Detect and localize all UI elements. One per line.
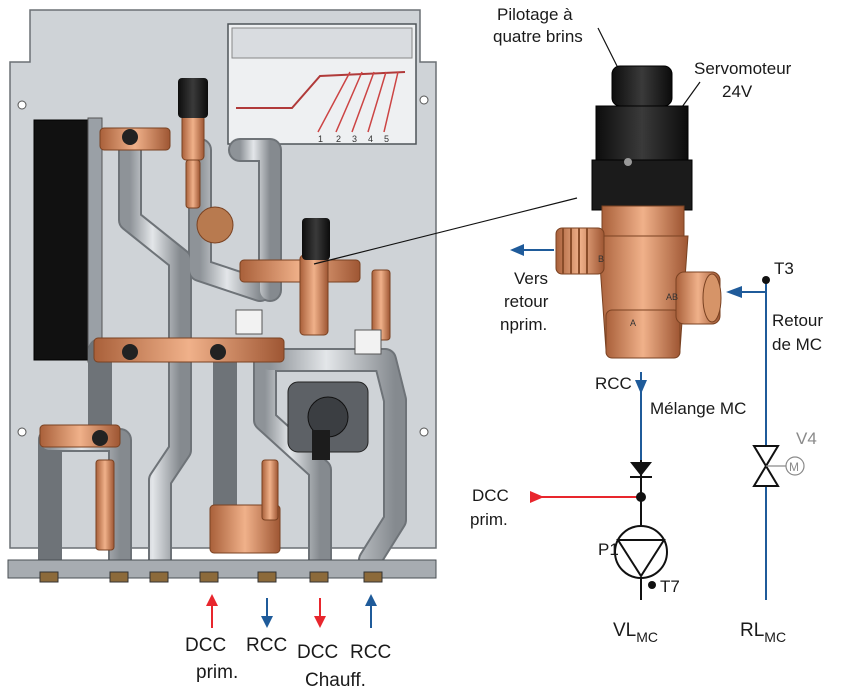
module-servomotor: [178, 78, 208, 118]
mounting-hole: [419, 427, 429, 437]
three-way-valve-body: [555, 205, 722, 359]
heat-exchanger-frame: [87, 117, 103, 363]
blue-arrow-left: [510, 244, 524, 256]
leader-line: [313, 197, 578, 265]
label-dcc-prim: DCC: [185, 635, 226, 656]
blue-arrow-up: [365, 594, 377, 606]
blue-arrow-down: [261, 616, 273, 628]
label-servomoteur: Servomoteur: [694, 59, 792, 78]
label-rl-mc: RLMC: [740, 620, 786, 645]
sensor-t7-dot: [648, 581, 656, 589]
label-melange-mc: Mélange MC: [650, 399, 746, 418]
pump-p1-symbol: [614, 525, 668, 579]
circulator-pump: [287, 381, 369, 460]
sensor-box: [235, 309, 263, 335]
label-retour-mc: Retour: [772, 311, 823, 330]
label-rcc-prim: RCC: [246, 635, 287, 656]
base-connectors: [39, 571, 383, 583]
sensor-box: [354, 329, 382, 355]
label-vl-mc: VLMC: [613, 620, 658, 645]
red-arrow-up: [206, 594, 218, 606]
module-mixing-valve-servo: [302, 218, 330, 260]
mixing-valve-detail: B A AB Pilotage à quatre brins Servomote…: [313, 5, 823, 645]
label-servomoteur-voltage: 24V: [722, 82, 753, 101]
label-rcc-chauff: RCC: [350, 642, 391, 663]
controller-box: 1 2 3 4 5: [227, 23, 417, 145]
label-vers-retour: nprim.: [500, 315, 547, 334]
label-pilotage: quatre brins: [493, 27, 583, 46]
label-v4: V4: [796, 429, 817, 448]
leader-line: [597, 27, 621, 73]
label-chauff: Chauff.: [305, 670, 366, 691]
red-arrow-right: [530, 491, 544, 503]
gauge-number: 5: [384, 134, 389, 144]
label-dcc-prim-right: prim.: [470, 510, 508, 529]
hydraulic-module: 1 2 3 4 5: [7, 9, 437, 583]
motor-symbol: M: [789, 460, 799, 474]
bottom-arrows: [206, 594, 377, 628]
sensor-t3-dot: [762, 276, 770, 284]
label-p1: P1: [598, 540, 619, 559]
blue-arrow-left: [726, 286, 742, 298]
label-vers-retour: Vers: [514, 269, 548, 288]
valve-handles: [92, 129, 226, 446]
label-dcc-prim-right: DCC: [472, 486, 509, 505]
mounting-hole: [419, 95, 429, 105]
servomotor-actuator: [591, 65, 693, 211]
gauge-number: 4: [368, 134, 373, 144]
blue-arrow-down: [635, 380, 647, 394]
label-pilotage: Pilotage à: [497, 5, 573, 24]
bottom-labels: DCC prim. RCC DCC RCC Chauff.: [185, 635, 391, 691]
valve-port-b: B: [598, 254, 604, 264]
gauge-number: 3: [352, 134, 357, 144]
label-retour-mc: de MC: [772, 335, 822, 354]
mounting-hole: [17, 427, 27, 437]
mounting-hole: [17, 100, 27, 110]
gauge-number: 1: [318, 134, 323, 144]
valve-port-a: A: [630, 318, 636, 328]
valve-v4-symbol: M: [752, 445, 805, 487]
gauge-number: 2: [336, 134, 341, 144]
label-t7: T7: [660, 577, 680, 596]
heat-exchanger: [33, 119, 95, 361]
check-valve-symbol: [630, 462, 652, 476]
label-vers-retour: retour: [504, 292, 549, 311]
label-dcc-chauff: DCC: [297, 642, 338, 663]
label-t3: T3: [774, 259, 794, 278]
label-prim: prim.: [196, 662, 238, 683]
red-arrow-down: [314, 616, 326, 628]
valve-port-ab: AB: [666, 292, 678, 302]
junction-dot: [636, 492, 646, 502]
label-rcc-valve: RCC: [595, 374, 632, 393]
